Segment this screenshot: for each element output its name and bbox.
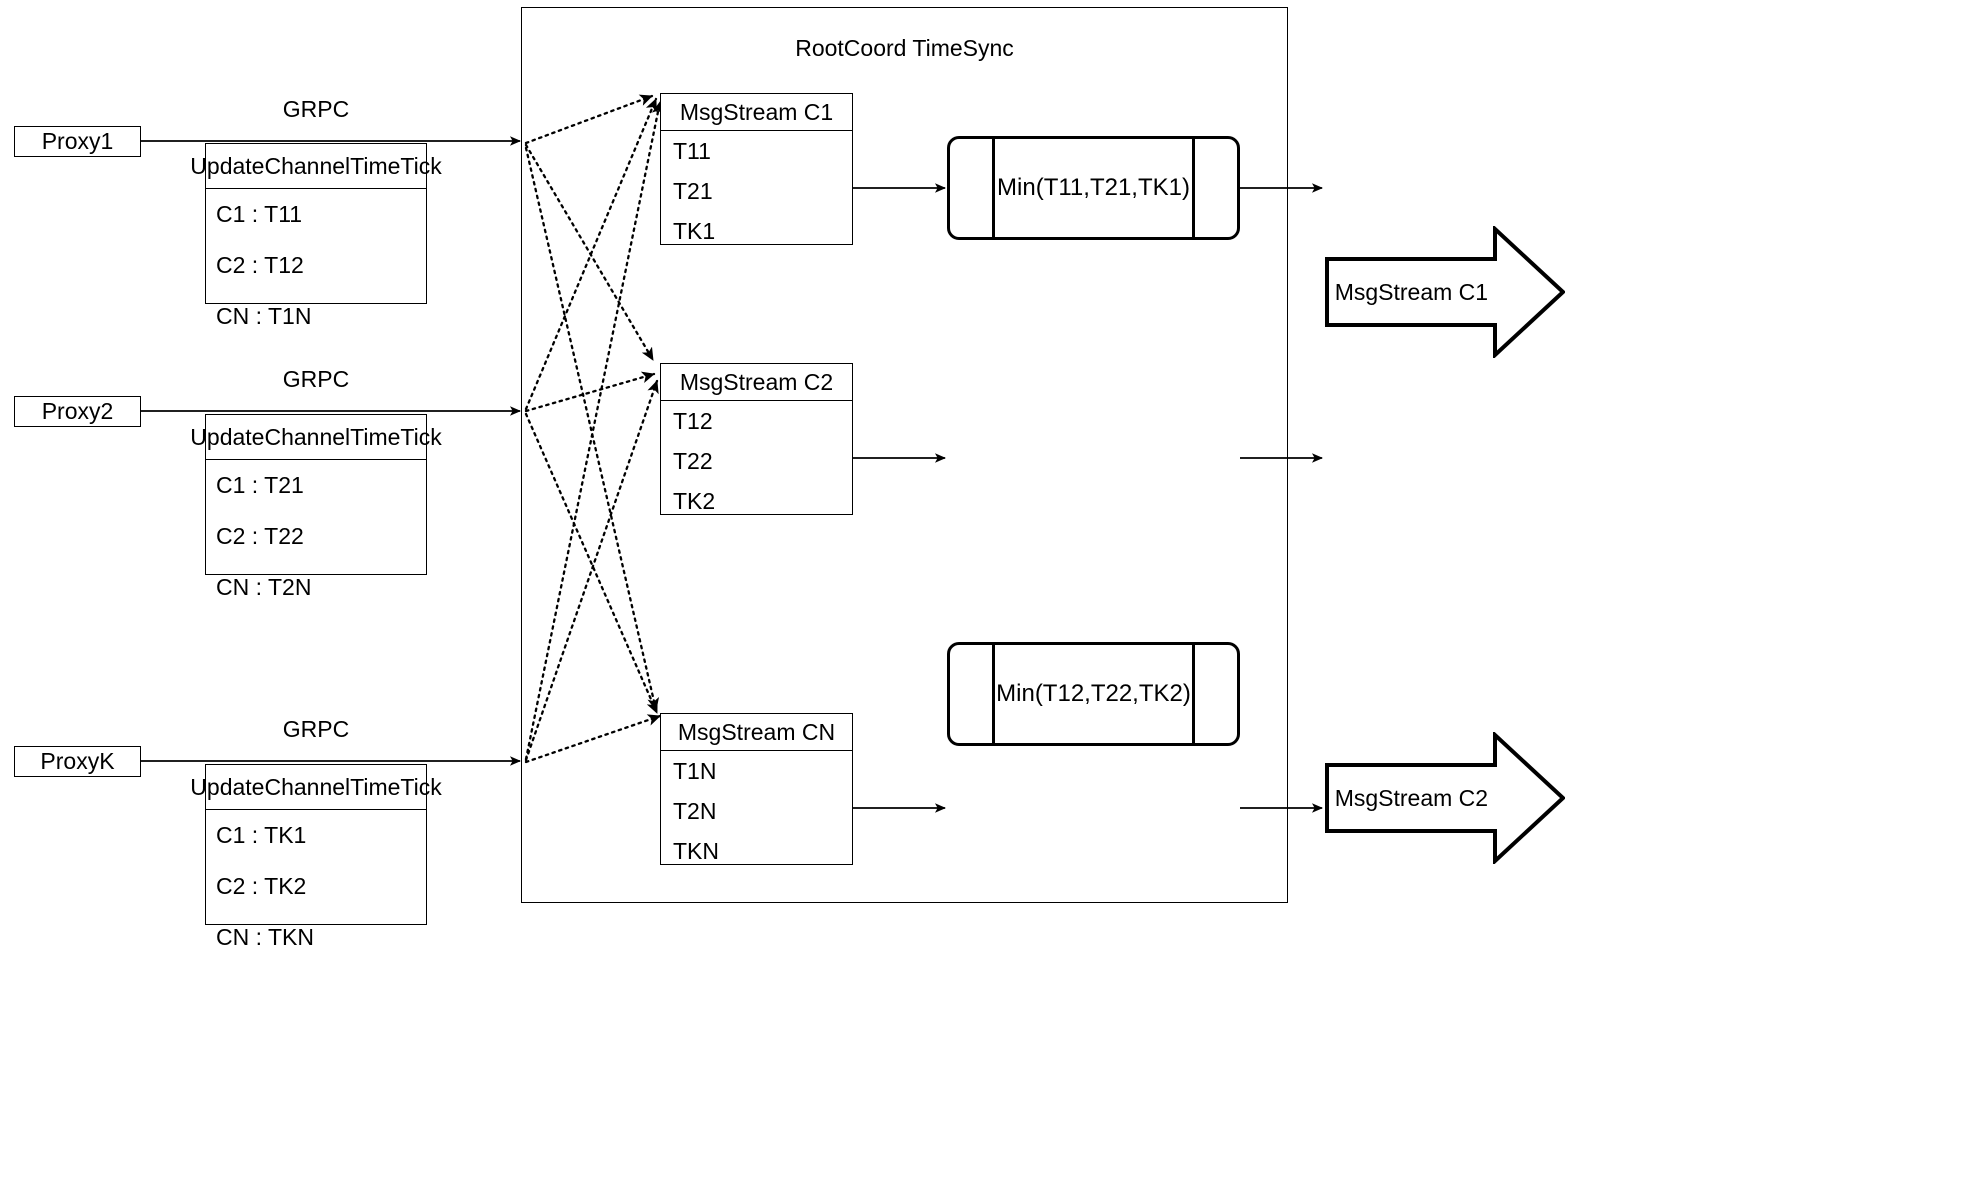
proxy-label: Proxy1 <box>41 128 114 154</box>
table-row: T1N <box>673 757 717 784</box>
min-label: Min(T12,T22,TK2) <box>996 680 1191 707</box>
tick-table-proxy2: UpdateChannelTimeTick C1 : T21 C2 : T22 … <box>190 414 442 600</box>
msgstream-table-cn: MsgStream CN T1N T2N TKN <box>660 713 853 865</box>
table-row: T22 <box>673 447 713 474</box>
table-row: TKN <box>673 837 719 864</box>
table-row: CN : TKN <box>216 924 314 950</box>
proxy-label: Proxy2 <box>41 398 114 424</box>
table-row: CN : T2N <box>216 574 312 600</box>
grpc-label-proxy1: GRPC <box>282 96 350 122</box>
output-arrow-label: MsgStream C1 <box>1334 278 1489 305</box>
rootcoord-timesync-container: RootCoord TimeSync <box>521 7 1288 903</box>
msgstream-table-body: T11 T21 TK1 <box>661 131 852 251</box>
tick-table-header: UpdateChannelTimeTick <box>190 144 442 189</box>
table-row: T12 <box>673 407 713 434</box>
process-bar-right <box>1192 139 1195 237</box>
table-row: CN : T1N <box>216 303 312 329</box>
msgstream-table-c2: MsgStream C2 T12 T22 TK2 <box>660 363 853 515</box>
grpc-label-proxyk: GRPC <box>282 716 350 742</box>
process-bar-left <box>992 139 995 237</box>
table-row: C1 : TK1 <box>216 822 307 848</box>
tick-table-body: C1 : T21 C2 : T22 CN : T2N <box>206 460 426 613</box>
table-row: C2 : T22 <box>216 523 304 549</box>
msgstream-table-header: MsgStream C1 <box>661 94 852 131</box>
msgstream-table-header: MsgStream CN <box>661 714 852 751</box>
table-row: T2N <box>673 797 717 824</box>
proxy-box-proxyk[interactable]: ProxyK <box>14 746 141 777</box>
process-bar-right <box>1192 645 1195 743</box>
tick-table-proxyk: UpdateChannelTimeTick C1 : TK1 C2 : TK2 … <box>190 764 442 950</box>
min-process-c1: Min(T11,T21,TK1) <box>947 136 1240 240</box>
msgstream-table-body: T12 T22 TK2 <box>661 401 852 521</box>
table-row: T11 <box>673 137 711 164</box>
table-row: TK1 <box>673 217 716 244</box>
process-bar-left <box>992 645 995 743</box>
table-row: T21 <box>673 177 713 204</box>
proxy-box-proxy1[interactable]: Proxy1 <box>14 126 141 157</box>
tick-table-header: UpdateChannelTimeTick <box>190 415 442 460</box>
tick-table-body: C1 : TK1 C2 : TK2 CN : TKN <box>206 810 426 963</box>
proxy-box-proxy2[interactable]: Proxy2 <box>14 396 141 427</box>
output-arrow-label: MsgStream C2 <box>1334 784 1489 811</box>
msgstream-table-c1: MsgStream C1 T11 T21 TK1 <box>660 93 853 245</box>
table-row: C2 : TK2 <box>216 873 307 899</box>
tick-table-header: UpdateChannelTimeTick <box>190 765 442 810</box>
proxy-label: ProxyK <box>40 748 115 774</box>
msgstream-table-header: MsgStream C2 <box>661 364 852 401</box>
output-arrow-c1: MsgStream C1 <box>1325 226 1565 358</box>
table-row: C1 : T21 <box>216 472 304 498</box>
tick-table-body: C1 : T11 C2 : T12 CN : T1N <box>206 189 426 342</box>
table-row: TK2 <box>673 487 716 514</box>
rootcoord-title: RootCoord TimeSync <box>795 35 1014 61</box>
msgstream-table-body: T1N T2N TKN <box>661 751 852 871</box>
min-label: Min(T11,T21,TK1) <box>997 174 1190 201</box>
tick-table-proxy1: UpdateChannelTimeTick C1 : T11 C2 : T12 … <box>190 143 442 329</box>
table-row: C1 : T11 <box>216 201 303 227</box>
table-row: C2 : T12 <box>216 252 304 278</box>
min-process-c2: Min(T12,T22,TK2) <box>947 642 1240 746</box>
grpc-label-proxy2: GRPC <box>282 366 350 392</box>
output-arrow-c2: MsgStream C2 <box>1325 732 1565 864</box>
